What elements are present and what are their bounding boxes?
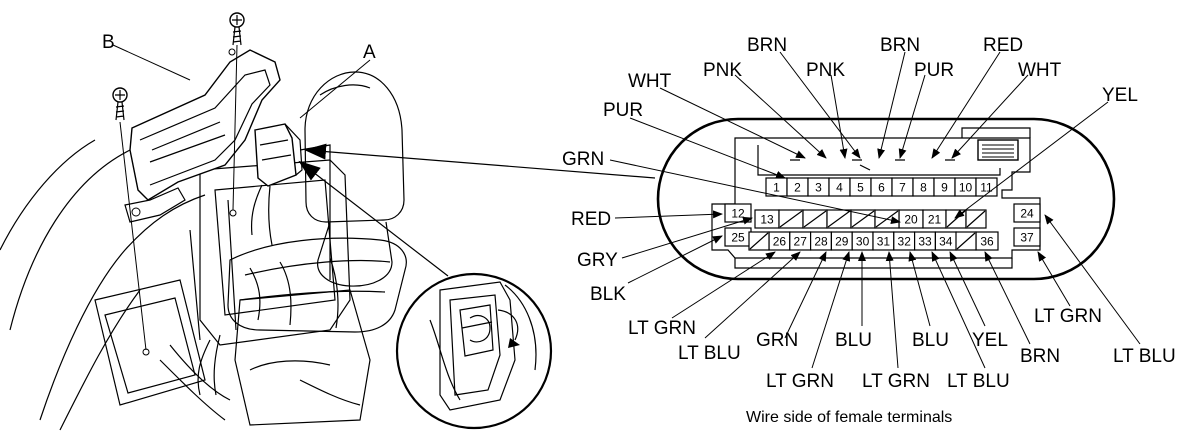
terminal-11: 11 xyxy=(980,181,993,195)
wire-leader-lines xyxy=(609,51,1141,369)
wire-label-blk: BLK xyxy=(590,284,626,305)
wire-label-red: RED xyxy=(983,35,1023,56)
callout-a: A xyxy=(363,42,376,63)
wire-label-lt-blu-2: LT BLU xyxy=(947,371,1010,392)
wire-label-pnk-1: PNK xyxy=(703,60,742,81)
unused-cavity-slash xyxy=(749,232,769,250)
terminal-cavity xyxy=(1013,203,1041,223)
terminal-10: 10 xyxy=(959,181,973,195)
terminal-20: 20 xyxy=(904,213,918,227)
wire-label-lt-blu-right: LT BLU xyxy=(1113,346,1176,367)
wire-label-lt-blu-1: LT BLU xyxy=(678,343,741,364)
wire-label-brn-1: BRN xyxy=(747,35,787,56)
unused-cavity-slash xyxy=(827,210,851,228)
terminal-29: 29 xyxy=(835,235,849,249)
terminal-12: 12 xyxy=(731,207,745,221)
terminal-2: 2 xyxy=(794,181,801,195)
wire-label-yel: YEL xyxy=(1102,85,1138,106)
callout-b: B xyxy=(102,32,115,53)
terminal-7: 7 xyxy=(899,181,906,195)
unused-cavity-slash xyxy=(966,210,986,228)
inset-arrow xyxy=(298,160,449,277)
terminal-6: 6 xyxy=(878,181,885,195)
terminal-28: 28 xyxy=(814,235,828,249)
terminal-31: 31 xyxy=(877,235,891,249)
wire-label-lt-grn-1: LT GRN xyxy=(628,318,696,339)
terminal-cavity xyxy=(1013,227,1041,247)
wire-label-brn-bottom: BRN xyxy=(1020,346,1060,367)
terminal-25: 25 xyxy=(731,231,745,245)
wire-label-lt-grn-2: LT GRN xyxy=(766,371,834,392)
terminal-5: 5 xyxy=(857,181,864,195)
wire-label-pur-left: PUR xyxy=(603,100,643,121)
terminal-21: 21 xyxy=(928,213,942,227)
terminal-37: 37 xyxy=(1020,231,1034,245)
latch-detail-inset xyxy=(395,272,553,430)
terminal-9: 9 xyxy=(941,181,948,195)
wire-label-grn-left: GRN xyxy=(562,149,604,170)
unused-cavity-slash xyxy=(803,210,827,228)
wire-label-lt-grn-3: LT GRN xyxy=(862,371,930,392)
terminal-32: 32 xyxy=(898,235,912,249)
wire-label-wht-left: WHT xyxy=(628,71,672,92)
terminal-8: 8 xyxy=(920,181,927,195)
wire-label-blu-1: BLU xyxy=(835,330,872,351)
terminal-33: 33 xyxy=(918,235,932,249)
terminal-27: 27 xyxy=(794,235,808,249)
caption: Wire side of female terminals xyxy=(746,409,952,426)
terminal-13: 13 xyxy=(760,213,774,227)
unused-cavity-slash xyxy=(851,210,875,228)
wire-label-blu-2: BLU xyxy=(912,330,949,351)
wire-label-red-left: RED xyxy=(571,209,611,230)
wire-label-pur-right: PUR xyxy=(914,60,954,81)
terminal-30: 30 xyxy=(856,235,870,249)
unused-cavity-slash xyxy=(956,232,976,250)
terminal-cavity xyxy=(975,177,998,197)
terminal-36: 36 xyxy=(980,235,994,249)
connector-arrow xyxy=(304,143,656,179)
wire-label-lt-grn-right: LT GRN xyxy=(1034,306,1102,327)
console-illustration xyxy=(0,12,407,431)
connector-face xyxy=(656,117,1116,281)
terminal-34: 34 xyxy=(939,235,953,249)
wire-label-wht-right: WHT xyxy=(1018,60,1062,81)
wire-label-yel-bottom: YEL xyxy=(972,330,1008,351)
terminal-1: 1 xyxy=(773,181,780,195)
wire-label-grn-bottom: GRN xyxy=(756,330,798,351)
unused-cavities xyxy=(748,209,987,251)
wire-label-brn-2: BRN xyxy=(880,35,920,56)
wire-label-gry: GRY xyxy=(577,250,618,271)
terminal-26: 26 xyxy=(773,235,787,249)
terminal-3: 3 xyxy=(815,181,822,195)
terminal-4: 4 xyxy=(836,181,843,195)
unused-cavity-slash xyxy=(779,210,803,228)
wire-label-pnk-2: PNK xyxy=(806,60,845,81)
terminal-24: 24 xyxy=(1020,207,1034,221)
